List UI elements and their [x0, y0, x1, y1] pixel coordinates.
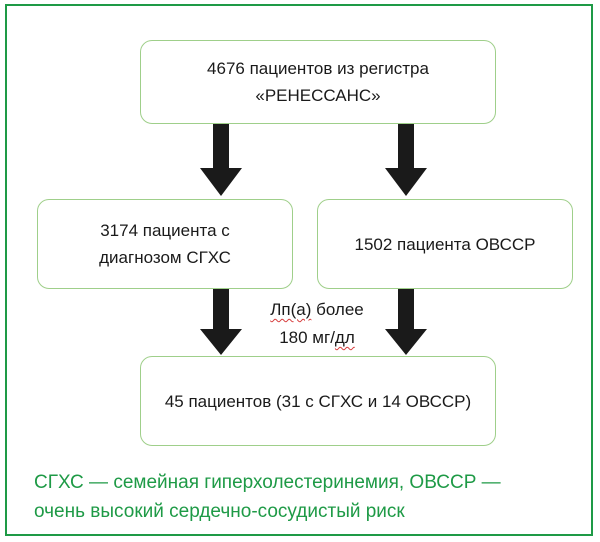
arrow-down-icon: [385, 289, 427, 355]
fh-patients-box: 3174 пациента с диагнозом СГХС: [37, 199, 293, 289]
registry-box-line1: 4676 пациентов из регистра: [207, 59, 429, 78]
figure-frame: 4676 пациентов из регистра «РЕНЕССАНС» 3…: [5, 4, 593, 536]
vhcvr-patients-text: 1502 пациента ОВССР: [354, 234, 536, 254]
arrow-down-icon: [385, 124, 427, 196]
threshold-unit: дл: [334, 328, 355, 347]
abbreviations-footnote: СГХС — семейная гиперхолестеринемия, ОВС…: [34, 468, 584, 526]
fh-patients-line2: диагнозом СГХС: [99, 248, 231, 267]
fh-patients-line1: 3174 пациента с: [100, 221, 230, 240]
footnote-line2: очень высокий сердечно-сосудистый риск: [34, 501, 405, 522]
arrow-down-icon: [200, 289, 242, 355]
registry-box-line2: «РЕНЕССАНС»: [255, 86, 381, 105]
registry-box-text: 4676 пациентов из регистра «РЕНЕССАНС»: [207, 55, 429, 109]
registry-box: 4676 пациентов из регистра «РЕНЕССАНС»: [140, 40, 496, 124]
threshold-comparator: более: [311, 300, 364, 319]
result-box-text: 45 пациентов (31 с СГХС и 14 ОВССР): [164, 391, 472, 411]
arrow-down-icon: [200, 124, 242, 196]
threshold-line1: Лп(а) более: [247, 296, 387, 324]
footnote-line1: СГХС — семейная гиперхолестеринемия, ОВС…: [34, 472, 501, 493]
lpa-term: Лп(а): [270, 300, 312, 319]
threshold-value: 180 мг/: [279, 328, 335, 347]
result-box: 45 пациентов (31 с СГХС и 14 ОВССР): [140, 356, 496, 446]
fh-patients-box-text: 3174 пациента с диагнозом СГХС: [99, 217, 231, 271]
vhcvr-patients-box: 1502 пациента ОВССР: [317, 199, 573, 289]
lpa-threshold-label: Лп(а) более 180 мг/дл: [247, 296, 387, 352]
threshold-line2: 180 мг/дл: [247, 324, 387, 352]
